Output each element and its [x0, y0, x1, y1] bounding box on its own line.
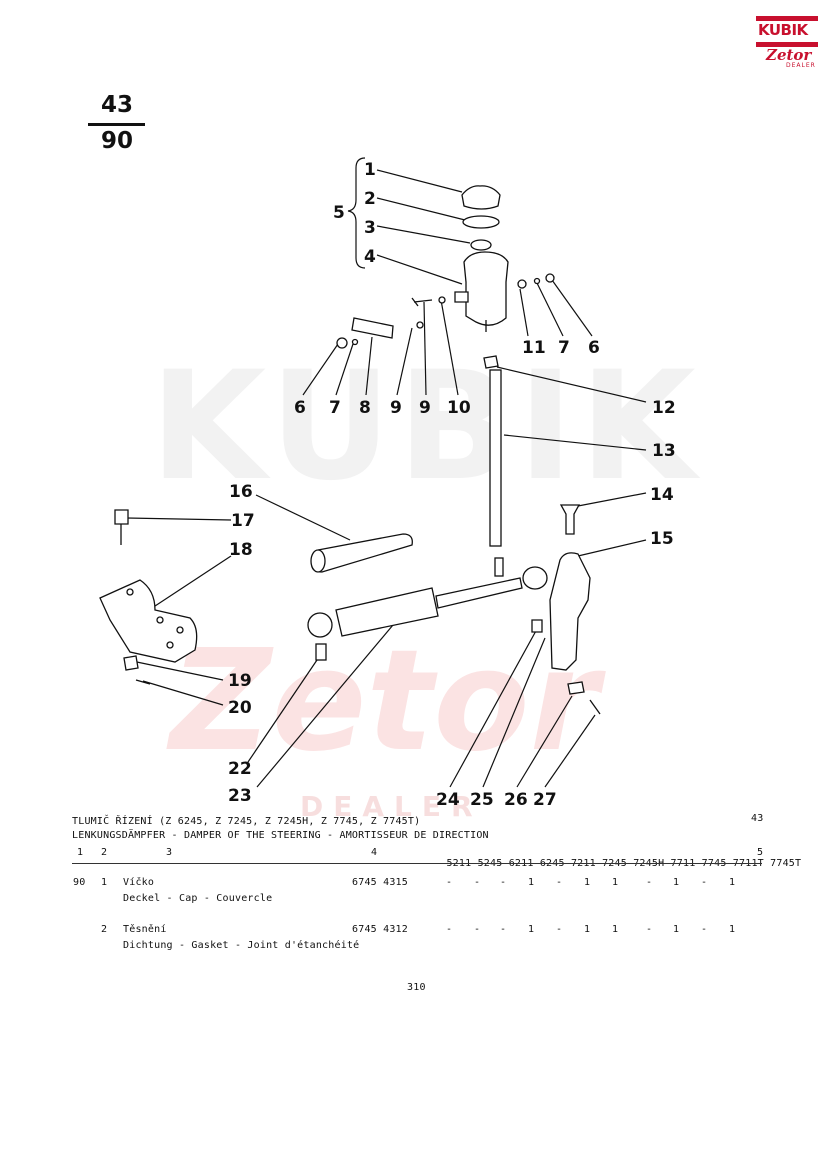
callout-26: 26 — [504, 790, 528, 810]
callout-14: 14 — [650, 485, 674, 505]
row2-qty-7745T: 1 — [729, 924, 736, 935]
header-rule — [72, 863, 762, 864]
row2-qty-5245: - — [474, 924, 481, 935]
col-header-4: 4 — [371, 847, 378, 858]
callout-3: 3 — [364, 218, 376, 238]
col-header-1: 1 — [77, 847, 84, 858]
row1-qty-7211: - — [556, 877, 563, 888]
watermark-kubik: KUBIK — [150, 340, 702, 514]
reservoir-part — [463, 251, 509, 326]
row1-name-cs: Víčko — [123, 877, 155, 888]
sleeve-part — [311, 533, 413, 573]
callout-9b: 9 — [419, 398, 431, 418]
col-header-3: 3 — [166, 847, 173, 858]
callout-27: 27 — [533, 790, 557, 810]
row2-qty-7711T: - — [701, 924, 708, 935]
callout-6b: 6 — [588, 338, 600, 358]
callout-25: 25 — [470, 790, 494, 810]
callout-6a: 6 — [294, 398, 306, 418]
steering-bracket-part — [549, 552, 591, 671]
page-number-bottom: 90 — [101, 128, 134, 154]
row1-name-tr: Deckel - Cap - Couvercle — [123, 893, 273, 904]
col-header-2: 2 — [101, 847, 108, 858]
logo-brand: KUBIK — [758, 21, 808, 39]
callout-11: 11 — [522, 338, 546, 358]
group-bracket — [347, 157, 366, 269]
cap-part — [461, 185, 501, 210]
row1-qty-7745T: 1 — [729, 877, 736, 888]
section-title: TLUMIČ ŘÍZENÍ (Z 6245, Z 7245, Z 7245H, … — [72, 816, 421, 827]
page-number-top: 43 — [101, 92, 134, 118]
callout-20: 20 — [228, 698, 252, 718]
row1-qty-5245: - — [474, 877, 481, 888]
callout-10: 10 — [447, 398, 471, 418]
row2-name-cs: Těsnění — [123, 924, 167, 935]
row1-qty-6245: 1 — [528, 877, 535, 888]
model-7745T: 7745T — [770, 858, 802, 869]
bracket-plate-part — [351, 317, 394, 339]
callout-13: 13 — [652, 441, 676, 461]
row1-qty-7711T: - — [701, 877, 708, 888]
row2-qty-5211: - — [446, 924, 453, 935]
kubik-zetor-logo: KUBIK Zetor DEALER — [756, 16, 818, 69]
callout-22: 22 — [228, 759, 252, 779]
fraction-bar — [88, 123, 145, 126]
callout-24: 24 — [436, 790, 460, 810]
section-subtitle: LENKUNGSDÄMPFER - DAMPER OF THE STEERING… — [72, 830, 489, 841]
callout-19: 19 — [228, 671, 252, 691]
callout-23: 23 — [228, 786, 252, 806]
row1-qty-7711: - — [646, 877, 653, 888]
callout-15: 15 — [650, 529, 674, 549]
row2-qty-7211: - — [556, 924, 563, 935]
row2-qty-6245: 1 — [528, 924, 535, 935]
row1-group: 90 — [73, 877, 86, 888]
row2-qty-6211: - — [500, 924, 507, 935]
logo-sub: Zetor — [766, 46, 812, 64]
callout-18: 18 — [229, 540, 253, 560]
row2-qty-7711: - — [646, 924, 653, 935]
callout-4: 4 — [364, 247, 376, 267]
callout-17: 17 — [231, 511, 255, 531]
row2-pos: 2 — [101, 924, 108, 935]
mount-bracket-part — [99, 579, 198, 663]
row2-part-no: 6745 4312 — [352, 924, 408, 935]
row2-qty-7745: 1 — [673, 924, 680, 935]
footer-page-number: 310 — [407, 982, 426, 993]
row1-pos: 1 — [101, 877, 108, 888]
callout-9a: 9 — [390, 398, 402, 418]
row1-qty-7245: 1 — [584, 877, 591, 888]
rod-part — [489, 369, 502, 547]
row2-name-tr: Dichtung - Gasket - Joint d'étanchéité — [123, 940, 360, 951]
row1-qty-7745: 1 — [673, 877, 680, 888]
callout-16: 16 — [229, 482, 253, 502]
model-header: 5211 5245 6211 6245 7211 7245 7245H 7711… — [434, 847, 801, 869]
callout-1: 1 — [364, 160, 376, 180]
exploded-parts-diagram: 1 2 3 4 5 6 7 8 9 9 10 11 7 6 12 13 14 1… — [99, 157, 676, 810]
col-header-5: 5 — [757, 847, 764, 858]
gasket-part — [462, 215, 500, 229]
callout-8: 8 — [359, 398, 371, 418]
watermark-dealer: DEALER — [300, 790, 483, 823]
damper-body-part — [335, 587, 439, 637]
callout-2: 2 — [364, 189, 376, 209]
row1-qty-6211: - — [500, 877, 507, 888]
callout-7b: 7 — [558, 338, 570, 358]
row1-qty-7245H: 1 — [612, 877, 619, 888]
callout-12: 12 — [652, 398, 676, 418]
callout-7a: 7 — [329, 398, 341, 418]
section-number: 43 — [751, 813, 764, 824]
callout-5: 5 — [333, 203, 345, 223]
row2-qty-7245: 1 — [584, 924, 591, 935]
row1-part-no: 6745 4315 — [352, 877, 408, 888]
row2-qty-7245H: 1 — [612, 924, 619, 935]
row1-qty-5211: - — [446, 877, 453, 888]
logo-dealer: DEALER — [786, 62, 816, 69]
